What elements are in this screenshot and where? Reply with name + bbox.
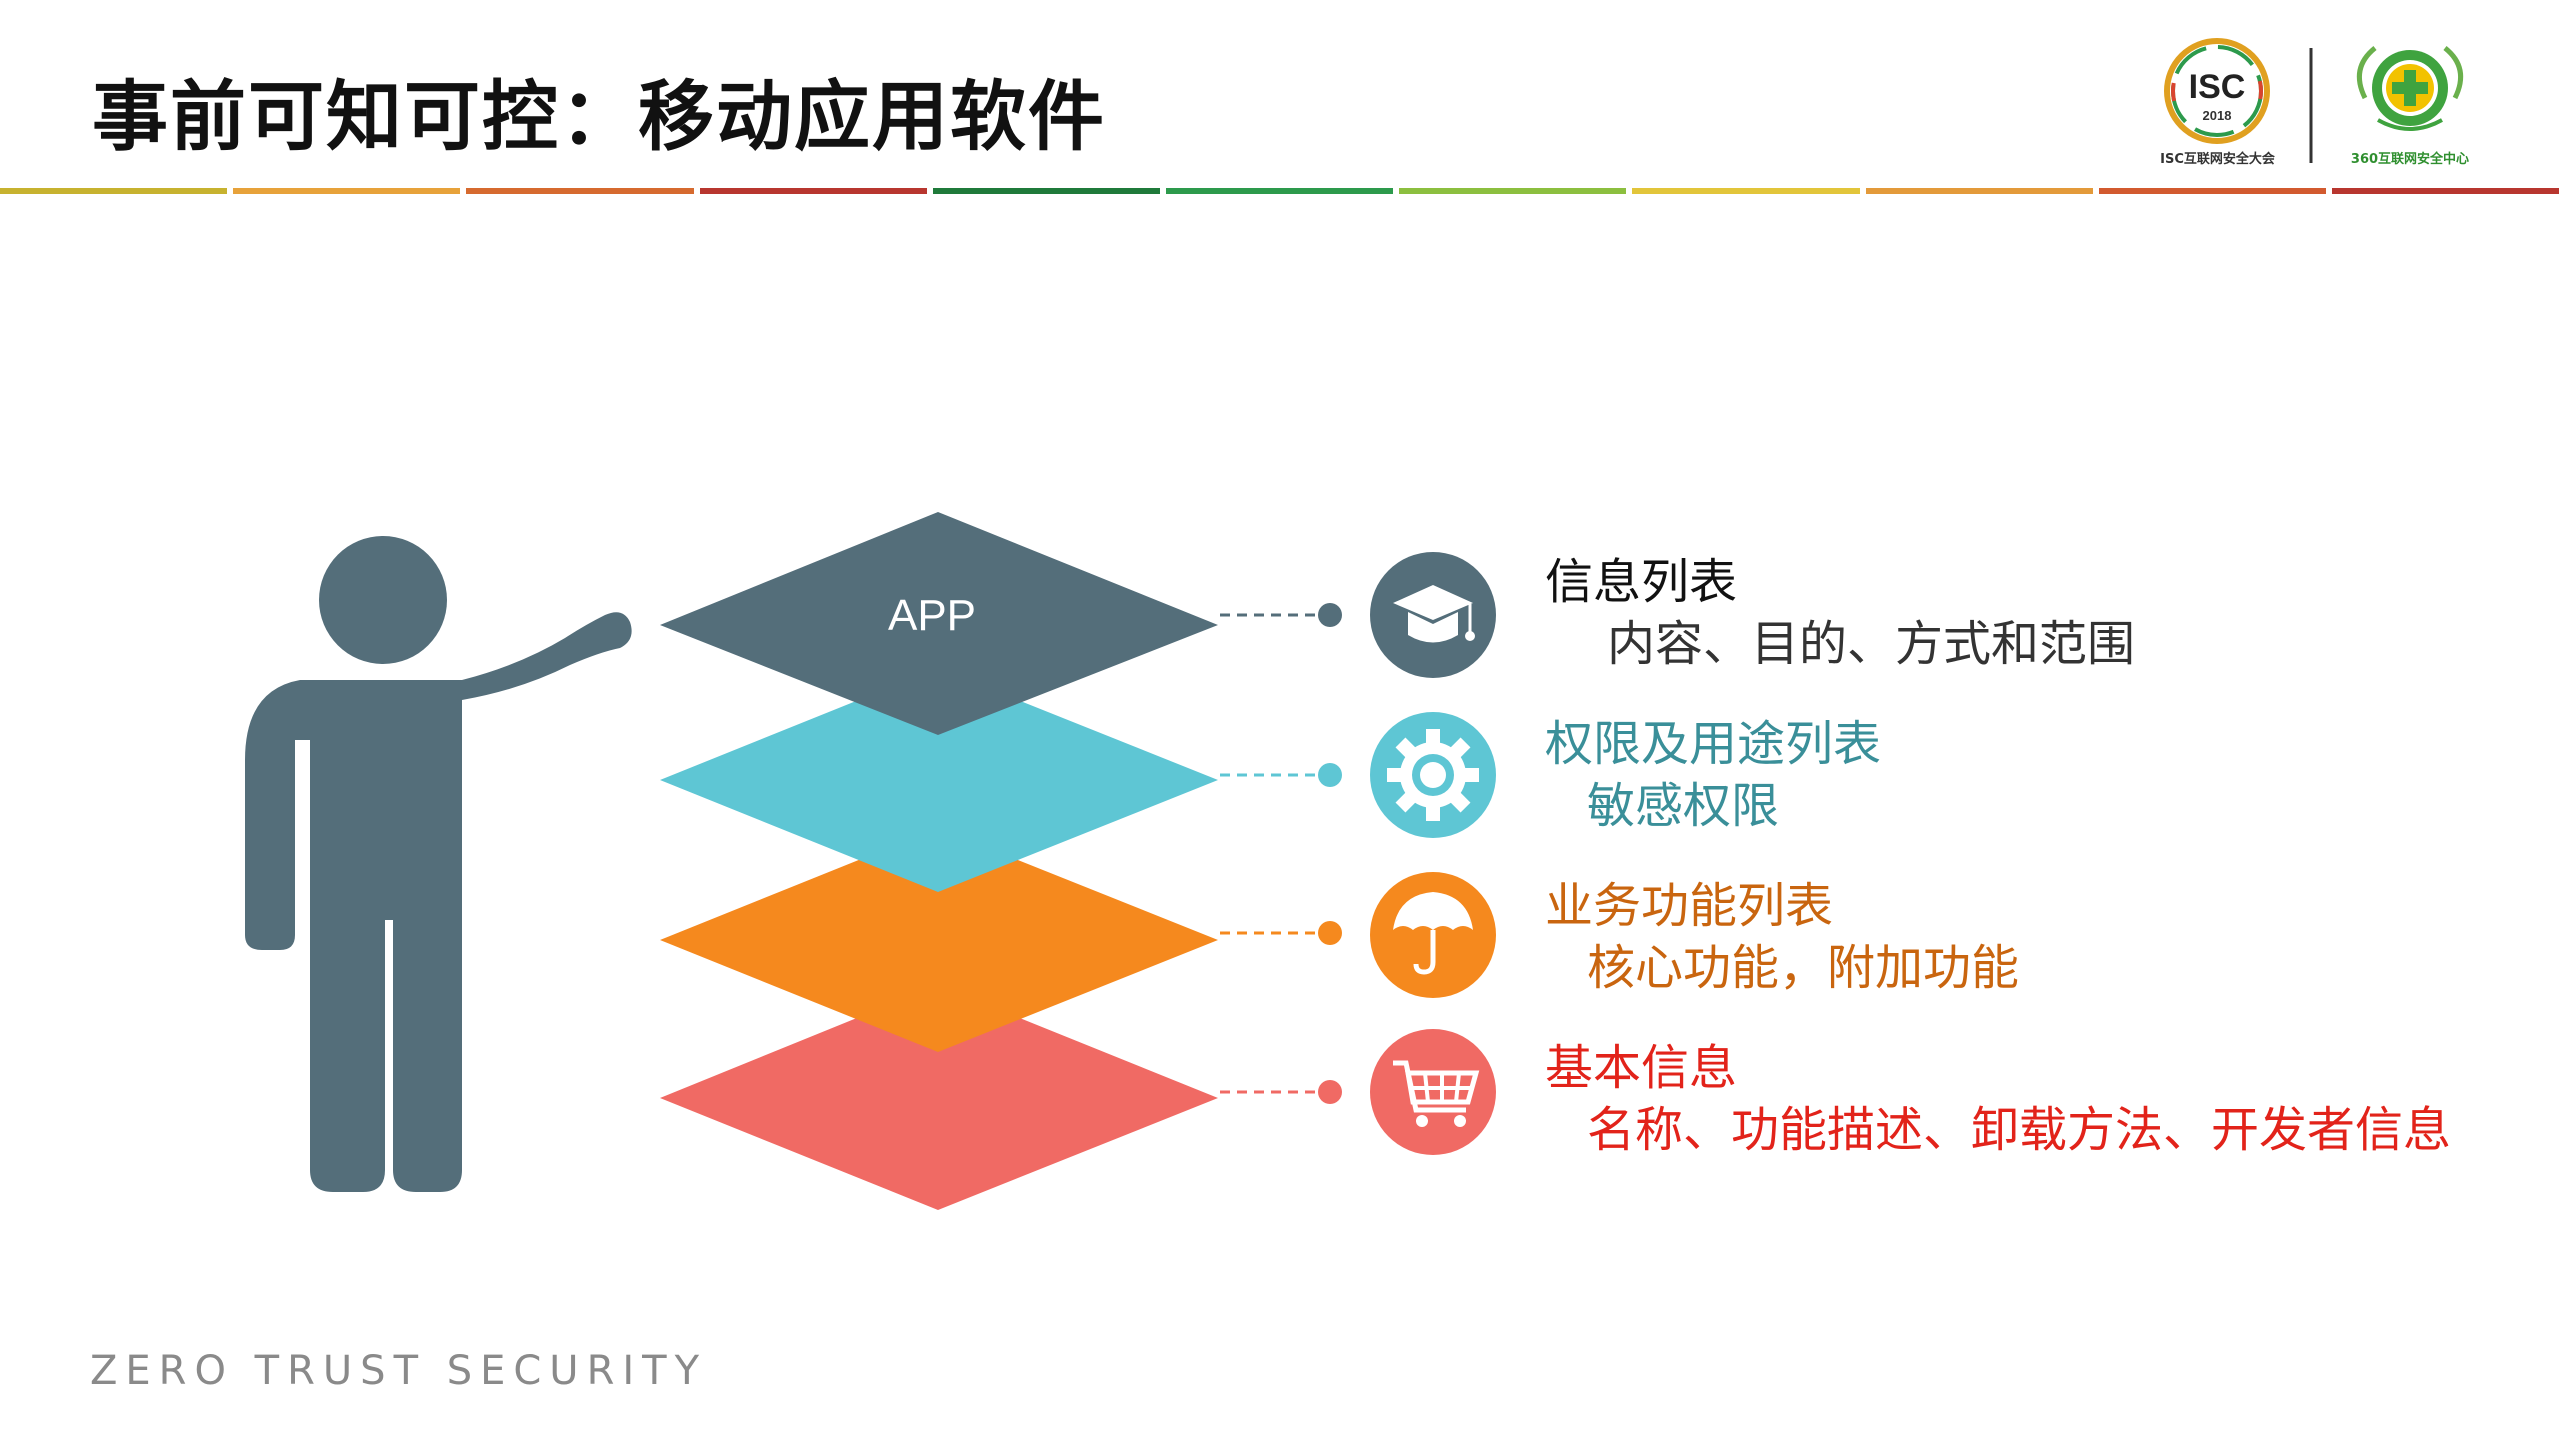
security-center-caption: 360互联网安全中心 <box>2350 152 2470 167</box>
item-heading: 权限及用途列表 <box>1545 716 1882 772</box>
graduation-cap-icon <box>1370 552 1496 678</box>
logo-graphics: ISC 2018 <box>2164 38 2464 163</box>
item-permissions-list: 权限及用途列表 敏感权限 <box>1545 714 1881 838</box>
item-business-functions-list: 业务功能列表 核心功能，附加功能 <box>1545 876 2019 1000</box>
connector-dot <box>1318 921 1342 945</box>
connector-dot <box>1318 1080 1342 1104</box>
layer-permissions <box>660 668 1218 892</box>
page-title: 事前可知可控：移动应用软件 <box>92 72 1106 161</box>
divider-segment <box>2331 188 2559 194</box>
connector-dot <box>1318 603 1342 627</box>
item-detail: 核心功能，附加功能 <box>1587 940 2020 996</box>
shopping-cart-icon <box>1370 1029 1496 1155</box>
app-label: APP <box>888 591 976 640</box>
logo-group: ISC 2018 ISC互联网安全大会 360互联网安全中心 <box>2150 38 2480 168</box>
title-divider <box>0 188 2559 196</box>
item-basic-info: 基本信息 名称、功能描述、卸载方法、开发者信息 <box>1545 1038 2451 1162</box>
connector-dot <box>1318 763 1342 787</box>
item-detail: 内容、目的、方式和范围 <box>1607 616 2136 672</box>
isc-year: 2018 <box>2203 108 2232 123</box>
umbrella-icon <box>1370 872 1496 998</box>
divider-segment <box>0 188 228 194</box>
item-detail: 敏感权限 <box>1587 778 1780 834</box>
item-heading: 信息列表 <box>1545 554 1738 610</box>
divider-segment <box>233 188 461 194</box>
divider-segment <box>1865 188 2093 194</box>
divider-segment <box>466 188 694 194</box>
item-info-list: 信息列表 内容、目的、方式和范围 <box>1545 552 2135 676</box>
divider-segment <box>932 188 1160 194</box>
item-heading: 业务功能列表 <box>1545 878 1834 934</box>
isc-caption: ISC互联网安全大会 <box>2160 152 2275 167</box>
divider-segment <box>1399 188 1627 194</box>
isc-logo: ISC 2018 <box>2164 38 2270 144</box>
layer-basic-info <box>660 985 1218 1210</box>
gear-icon <box>1370 712 1496 838</box>
item-heading: 基本信息 <box>1545 1040 1738 1096</box>
footer-tagline: ZERO TRUST SECURITY <box>90 1348 708 1394</box>
divider-segment <box>699 188 927 194</box>
security-center-logo <box>2356 46 2464 131</box>
person-icon <box>245 536 632 1192</box>
isc-mark: ISC <box>2189 68 2246 106</box>
item-detail: 名称、功能描述、卸载方法、开发者信息 <box>1587 1102 2452 1158</box>
divider-segment <box>2098 188 2326 194</box>
divider-segment <box>1632 188 1860 194</box>
layer-app <box>660 512 1218 735</box>
divider-segment <box>1165 188 1394 194</box>
layer-business-functions <box>660 828 1218 1052</box>
